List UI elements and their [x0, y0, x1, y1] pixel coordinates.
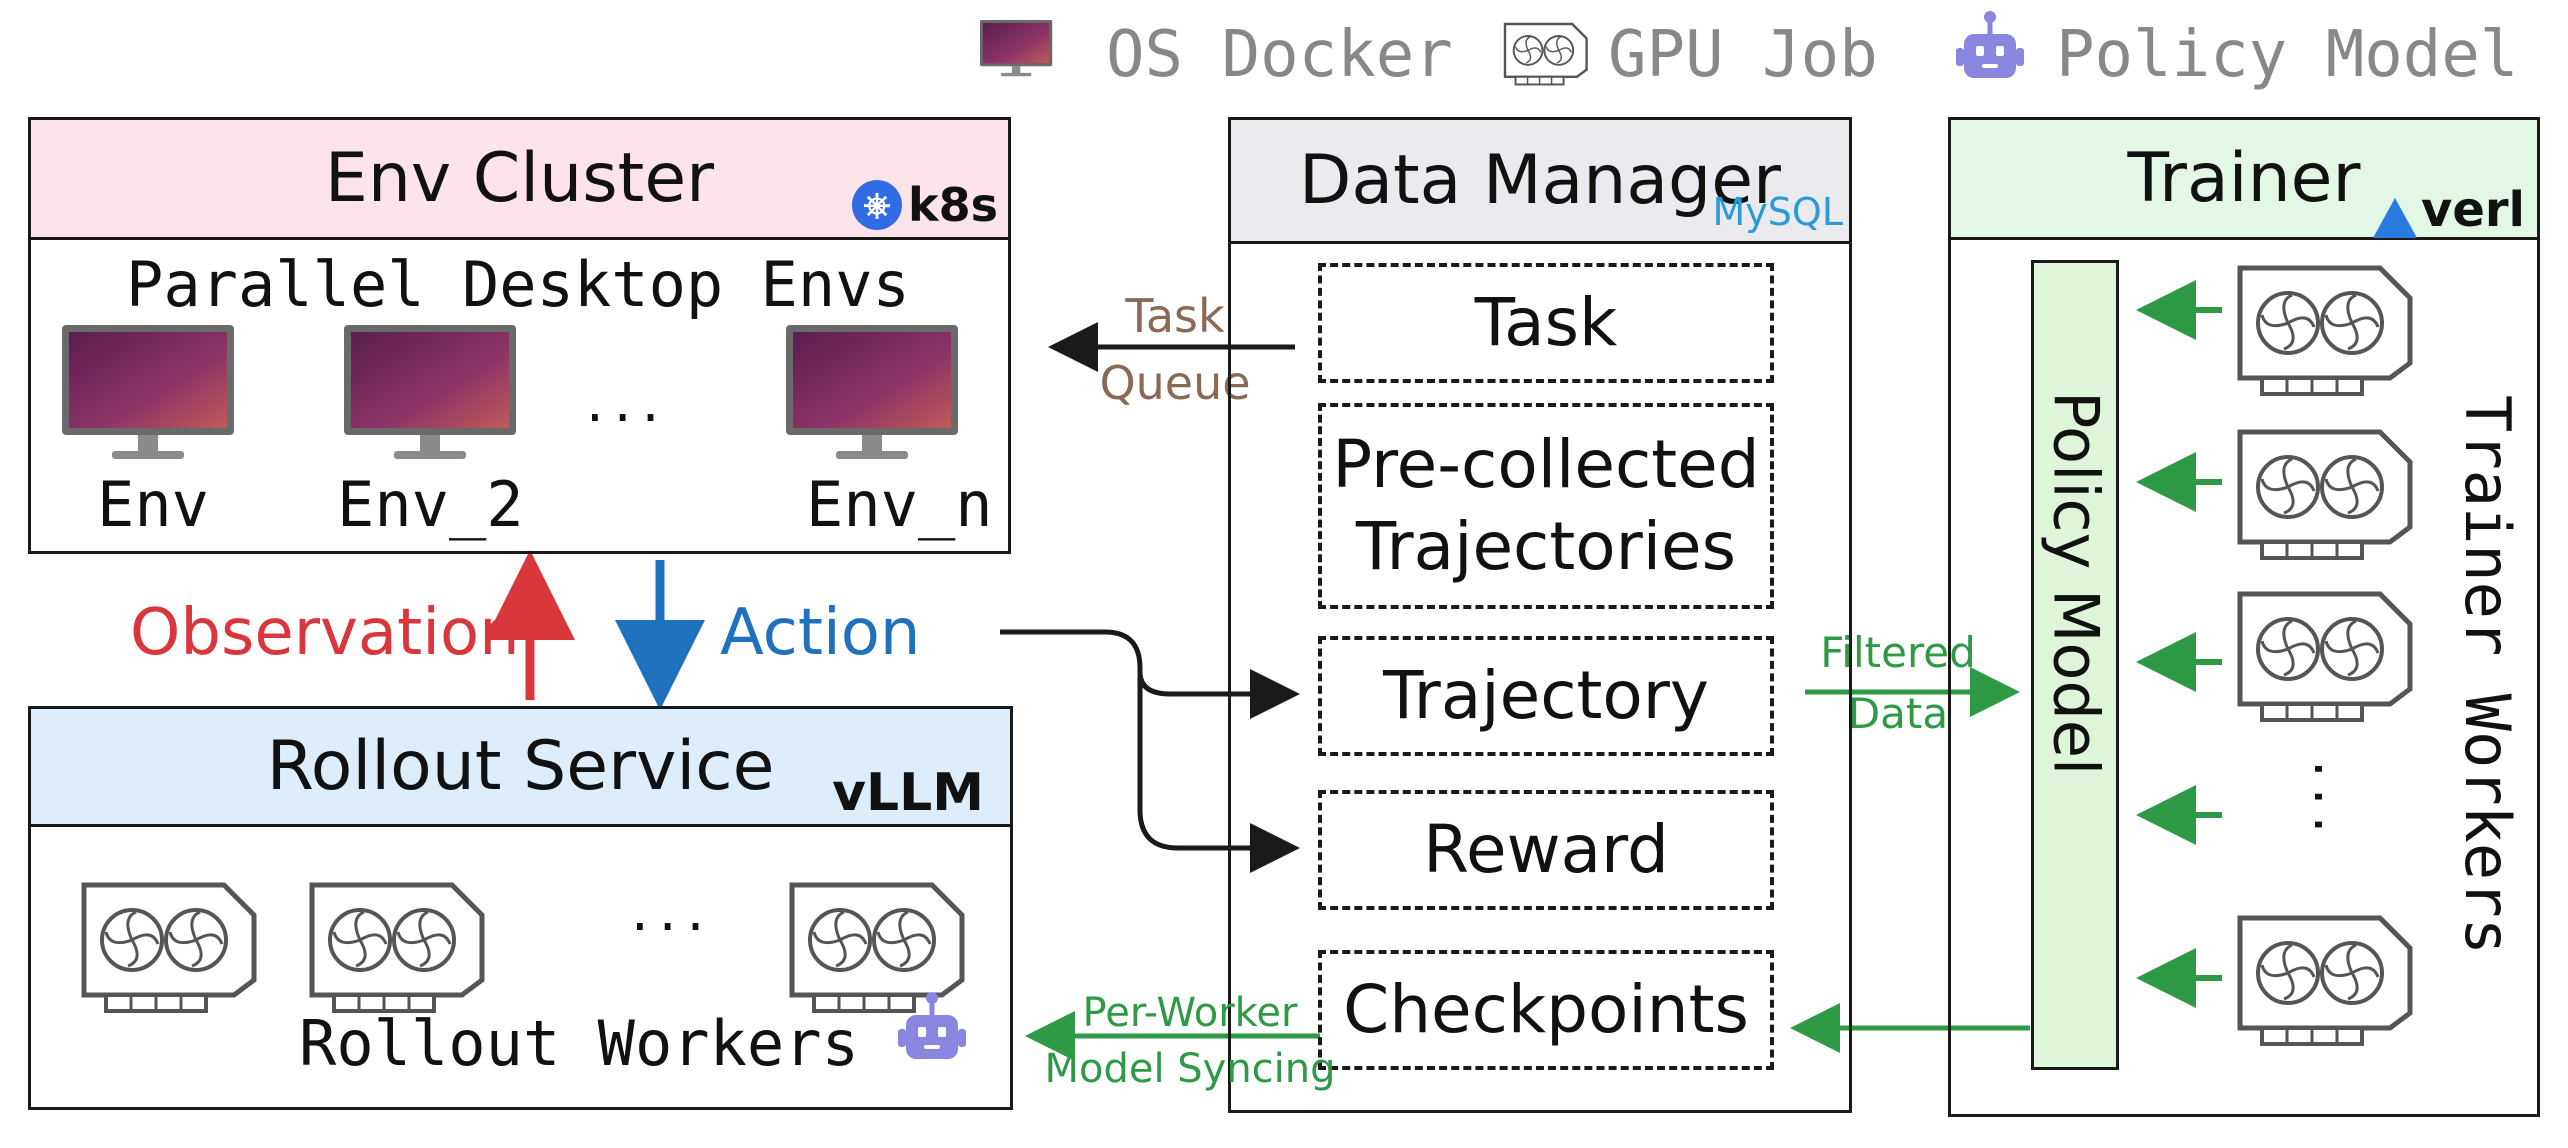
legend-gpu-job: GPU Job [1608, 18, 1878, 92]
task-queue-line-1: Task [1125, 289, 1225, 343]
checkpoints-item: Checkpoints [1318, 950, 1774, 1070]
model-sync-line-1: Per-Worker [1082, 990, 1298, 1036]
data-manager-header: Data Manager [1231, 120, 1849, 244]
policy-model-bar: Policy Model [2031, 260, 2119, 1070]
trainer-header: Trainer [1951, 120, 2537, 240]
rollout-ellipsis: ... [631, 879, 715, 944]
env-cluster-header: Env Cluster [31, 120, 1008, 240]
legend-os-docker: OS Docker [1106, 18, 1453, 92]
k8s-badge: ⎈ k8s [852, 178, 998, 232]
model-sync-line-2: Model Syncing [1044, 1046, 1336, 1092]
reward-item: Reward [1318, 790, 1774, 910]
env-cluster-subtitle: Parallel Desktop Envs [126, 248, 910, 321]
observation-label: Observation [130, 596, 520, 670]
gpu-job-legend-icon [1503, 22, 1588, 86]
trajectory-item: Trajectory [1318, 636, 1774, 756]
rollout-service-title: Rollout Service [266, 727, 775, 806]
kubernetes-icon: ⎈ [852, 180, 903, 230]
action-label: Action [720, 596, 921, 670]
model-sync-label: Per-Worker Model Syncing [1040, 985, 1340, 1097]
env-cluster-title: Env Cluster [324, 139, 715, 218]
verl-badge: verl [2373, 182, 2525, 238]
vllm-label: vLLM [832, 763, 984, 823]
data-manager-title: Data Manager [1298, 141, 1782, 220]
rollout-workers-label: Rollout Workers [299, 1007, 859, 1080]
env-cluster-panel: Env Cluster ⎈ k8s Parallel Desktop Envs … [28, 117, 1011, 554]
task-queue-line-2: Queue [1099, 355, 1251, 410]
verl-label: verl [2421, 182, 2525, 238]
os-docker-legend-icon [980, 20, 1053, 77]
rollout-service-panel: Rollout Service vLLM ... Rollout Workers [28, 706, 1013, 1110]
reward-flow-arrow [1137, 672, 1300, 873]
trainer-panel: Trainer verl Policy Model ... Trainer Wo… [1948, 117, 2540, 1117]
mysql-badge: MySQL [1713, 190, 1843, 234]
legend-policy-model: Policy Model [2056, 18, 2519, 92]
env-label-n: Env_n [806, 468, 993, 541]
env-label-1: Env [97, 468, 209, 541]
pre-collected-trajectories-item: Pre-collected Trajectories [1318, 403, 1774, 609]
policy-model-legend-icon [1956, 11, 2024, 78]
k8s-label: k8s [908, 178, 998, 232]
env-ellipsis: ... [586, 370, 670, 435]
mysql-label: MySQL [1712, 190, 1843, 234]
filtered-data-line-2: Data [1847, 688, 1949, 738]
trainer-ellipsis: ... [2301, 760, 2366, 844]
task-item: Task [1318, 263, 1774, 383]
trainer-title: Trainer [2127, 139, 2361, 218]
data-manager-panel: Data Manager MySQL [1228, 117, 1852, 1113]
verl-icon [2373, 198, 2418, 238]
vllm-badge: vLLM [832, 763, 984, 823]
trajectory-flow-arrow [1000, 629, 1300, 719]
env-label-2: Env_2 [337, 468, 524, 541]
task-queue-label: Task Queue [1090, 283, 1260, 416]
policy-model-bar-label: Policy Model [2039, 390, 2113, 776]
rollout-service-header: Rollout Service [31, 709, 1010, 827]
trainer-workers-label: Trainer Workers [2451, 395, 2524, 955]
